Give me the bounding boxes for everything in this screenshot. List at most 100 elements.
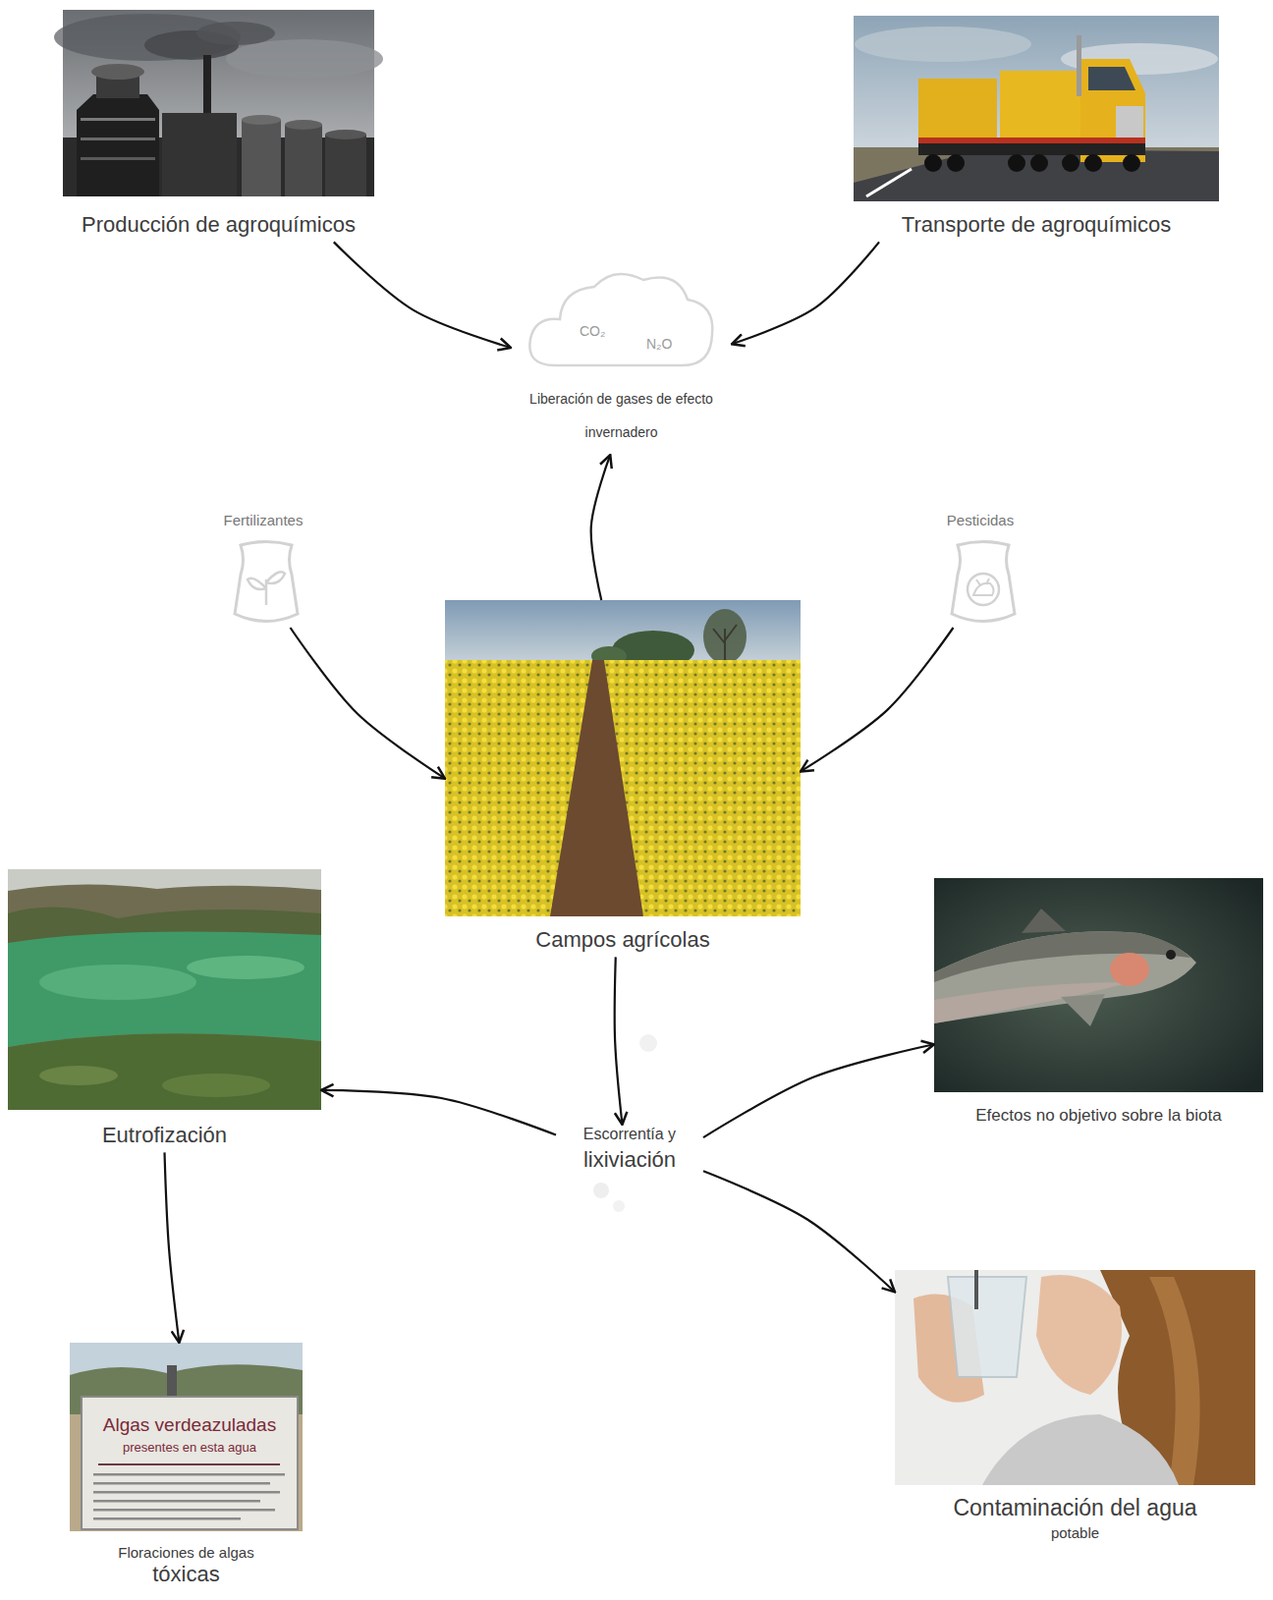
factory-photo — [241, 119, 281, 197]
factory-photo — [196, 21, 276, 46]
field-photo — [444, 660, 801, 917]
sign-text: Algas verdeazuladas — [81, 1414, 298, 1438]
factory-photo — [91, 63, 145, 80]
truck-photo — [1088, 66, 1136, 91]
drinking-water-photo — [974, 1270, 979, 1310]
pesticide-bag-icon — [973, 578, 995, 596]
truck-photo — [866, 168, 912, 197]
field-photo — [444, 600, 801, 917]
node-text: lixiviación — [555, 1147, 704, 1173]
runoff-blobs — [639, 1034, 658, 1052]
fish-photo — [1060, 994, 1106, 1027]
factory-photo — [80, 117, 156, 121]
pesticide-bag-icon — [967, 573, 999, 606]
algae-sign-photo — [93, 1517, 241, 1521]
factory-photo — [80, 137, 156, 141]
factory-photo — [284, 124, 323, 197]
eutrophication-photo — [7, 869, 322, 1110]
truck-photo — [1061, 154, 1080, 172]
runoff-blobs — [612, 1200, 625, 1213]
factory-photo — [76, 94, 160, 197]
node-text: Liberación de gases de efecto invernader… — [510, 383, 732, 449]
factory-photo — [162, 112, 237, 197]
eutrophication-photo — [186, 955, 305, 980]
runoff-blobs — [593, 1182, 609, 1199]
factory-photo — [225, 39, 384, 79]
fertilizer-bag-icon — [234, 542, 298, 622]
node-text: Fertilizantes — [209, 511, 318, 530]
fish-photo — [1021, 908, 1066, 934]
node-text: Eutrofización — [7, 1122, 322, 1149]
field-photo — [550, 660, 644, 917]
truck-photo — [853, 15, 1219, 202]
flow-arrow — [321, 1090, 556, 1136]
node-text: potable — [894, 1524, 1256, 1543]
eutrophication-photo — [39, 1065, 118, 1086]
factory-photo — [241, 114, 281, 125]
flow-arrow — [800, 627, 954, 772]
algae-sign-photo — [93, 1473, 285, 1477]
factory-photo — [54, 9, 384, 197]
truck-photo — [1122, 154, 1141, 172]
factory-photo — [325, 134, 367, 197]
icon-node: Fertilizantes — [209, 511, 318, 628]
runoff-blobs — [593, 1034, 658, 1213]
node-text: N₂O — [646, 335, 672, 353]
field-photo — [713, 624, 737, 665]
truck-photo — [999, 70, 1083, 144]
algae-sign-photo — [93, 1482, 271, 1486]
fish-photo — [934, 878, 1264, 1093]
fish-photo — [934, 931, 1191, 983]
node-text: Transporte de agroquímicos — [853, 212, 1219, 238]
factory-photo — [325, 129, 367, 140]
truck-photo — [1084, 154, 1103, 172]
algae-sign-photo — [93, 1491, 280, 1495]
eutrophication-photo — [7, 869, 322, 1110]
algae-sign-photo — [93, 1508, 276, 1512]
fertilizer-bag-icon — [247, 571, 285, 606]
truck-photo — [853, 15, 1219, 202]
algae-sign-photo — [98, 1463, 280, 1466]
algae-sign-photo — [166, 1365, 177, 1399]
flow-arrow — [165, 1152, 180, 1343]
pesticide-bag-icon — [951, 542, 1015, 622]
truck-photo — [1007, 154, 1026, 172]
eutrophication-photo — [7, 931, 322, 1048]
flow-arrow — [731, 241, 880, 344]
algae-sign-photo — [93, 1499, 261, 1503]
photo-node: Eutrofización — [7, 869, 322, 1153]
field-photo — [444, 600, 801, 669]
drinking-water-photo — [947, 1276, 1027, 1378]
node-text: Pesticidas — [926, 511, 1035, 530]
node-text: tóxicas — [69, 1561, 303, 1588]
node-text: Campos agrícolas — [444, 927, 801, 953]
factory-photo — [284, 119, 323, 130]
node-text: Escorrentía y — [555, 1124, 704, 1144]
sign-text: presentes en esta agua — [81, 1439, 298, 1456]
flow-arrow — [703, 1044, 935, 1138]
truck-photo — [946, 154, 965, 172]
eutrophication-photo — [7, 1033, 322, 1110]
algae-sign-photo — [69, 1342, 303, 1532]
photo-node: Contaminación del aguapotable — [894, 1270, 1256, 1547]
node-text: Contaminación del agua — [894, 1494, 1256, 1523]
truck-photo — [924, 154, 942, 172]
cloud-outline — [529, 274, 713, 366]
fish-photo — [934, 931, 1197, 1024]
truck-photo — [918, 137, 1146, 144]
flow-arrow — [614, 956, 623, 1125]
truck-photo — [853, 147, 1219, 202]
node-text: Efectos no objetivo sobre la biota — [970, 1106, 1228, 1126]
process-label: Escorrentía y lixiviación — [555, 1124, 704, 1177]
drinking-water-photo — [982, 1414, 1179, 1486]
cloud-outline — [529, 274, 713, 366]
factory-photo — [80, 157, 156, 161]
drinking-water-photo — [1036, 1274, 1122, 1395]
eutrophication-photo — [39, 964, 197, 1000]
fertilizer-bag-icon — [234, 542, 298, 622]
photo-node: Campos agrícolas — [444, 600, 801, 957]
algae-sign-photo — [69, 1342, 303, 1532]
cloud-node: CO₂N₂OLiberación de gases de efecto inve… — [510, 270, 732, 455]
